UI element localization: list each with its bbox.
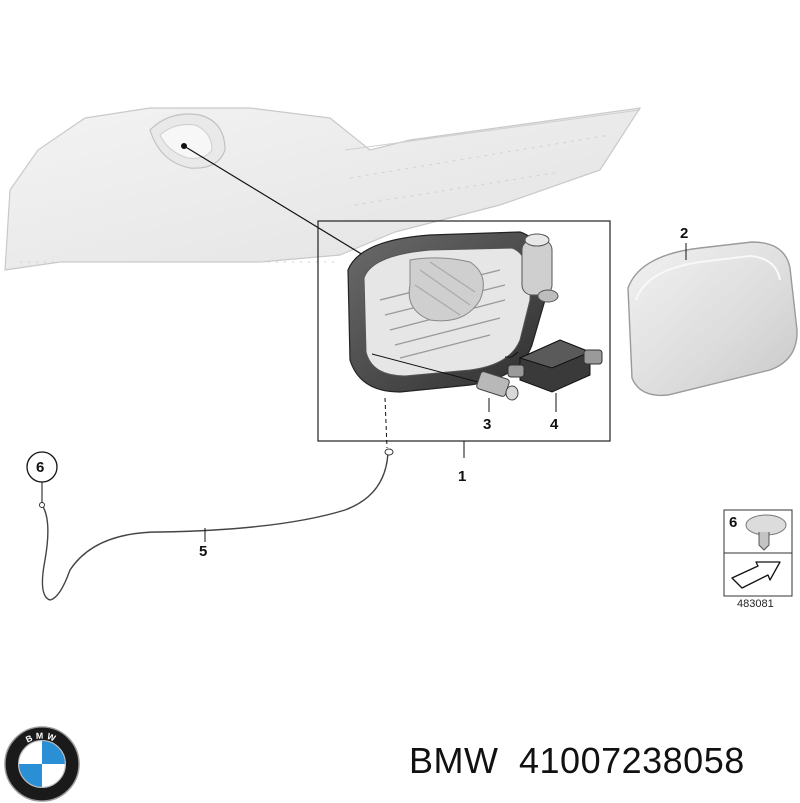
footer-brand: BMW: [409, 740, 499, 781]
legend-part-number: 6: [729, 514, 737, 531]
callout-6-circle: [26, 451, 58, 483]
callout-3: 3: [483, 416, 491, 433]
part-2-fuel-flap: [627, 241, 798, 397]
leader-line-4: [505, 351, 519, 358]
part-3-plunger: [371, 353, 519, 401]
arrow-icon: [731, 561, 781, 589]
footer-part-number: 41007238058: [519, 740, 745, 781]
part-4-actuator: [507, 339, 603, 393]
diagram-id: 483081: [737, 598, 774, 610]
body-panel-illustration: [4, 107, 642, 271]
callout-4: 4: [550, 416, 559, 433]
callout-6: 6: [36, 459, 44, 476]
leader-dot: [181, 143, 187, 149]
bmw-logo-text: BMW: [24, 730, 60, 744]
bmw-logo: BMW: [4, 726, 80, 802]
callout-5: 5: [199, 543, 207, 560]
filler-housing: [347, 231, 559, 393]
part-5-cable: [39, 397, 394, 601]
leader-line-body: [183, 145, 369, 259]
footer-part-label: BMW 41007238058: [409, 740, 745, 782]
legend-box: 6: [723, 509, 793, 597]
callout-2: 2: [680, 225, 688, 242]
callout-1: 1: [458, 468, 466, 485]
